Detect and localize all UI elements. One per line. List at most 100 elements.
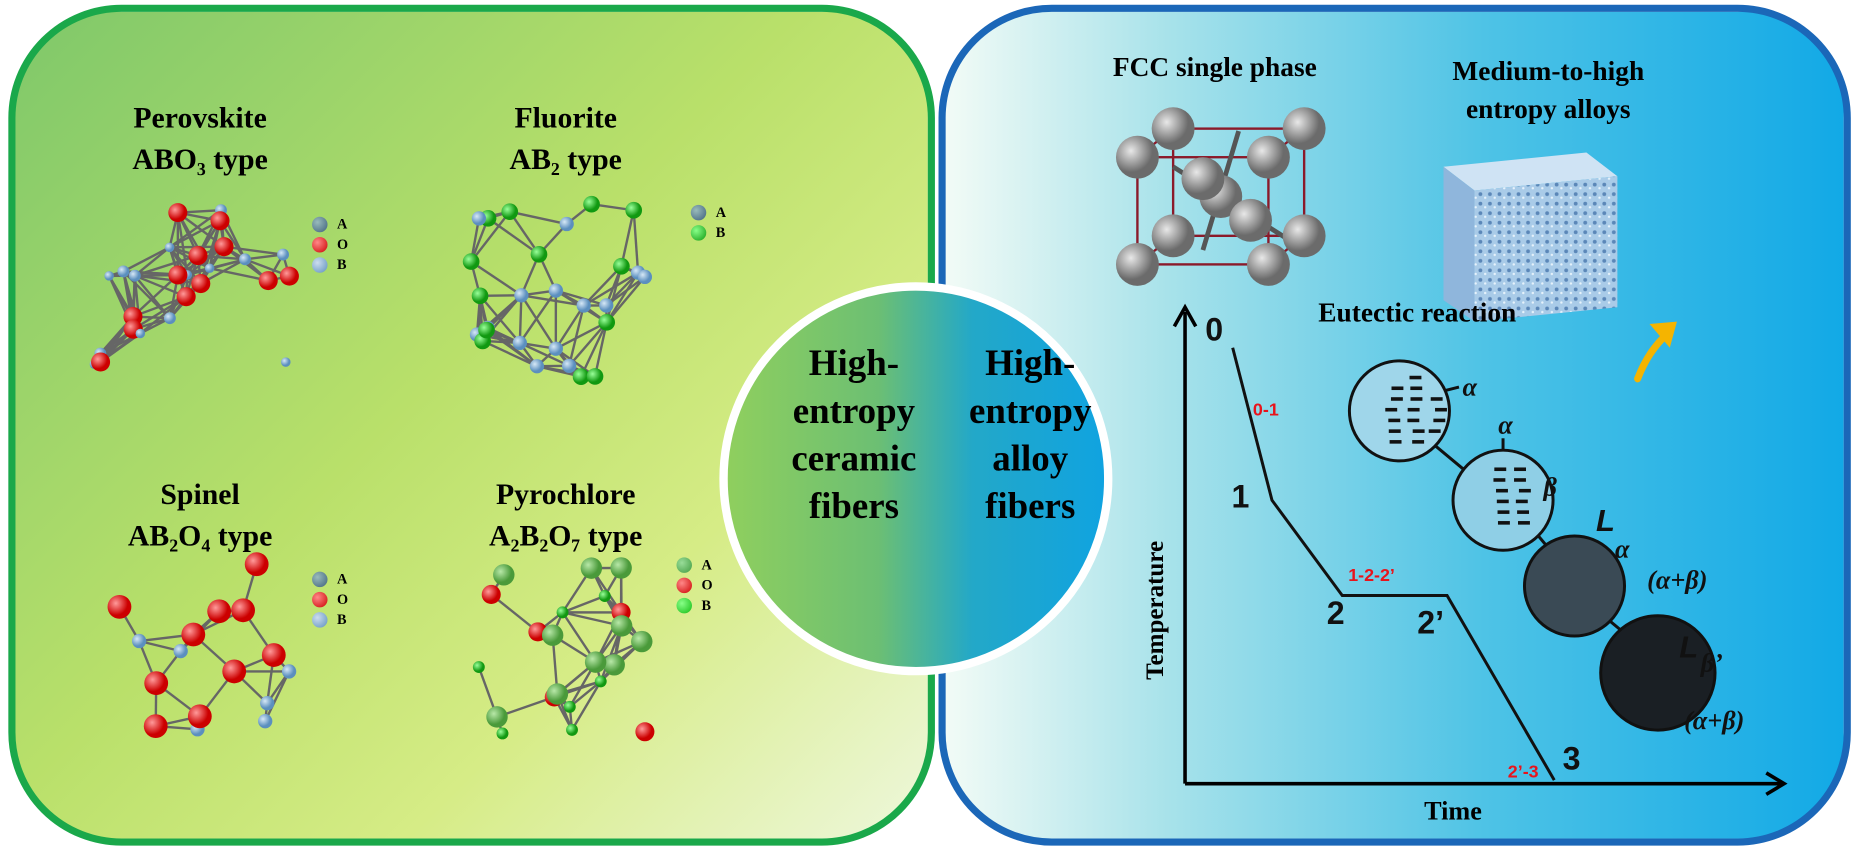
atom — [259, 271, 278, 290]
point-0: 0 — [1205, 312, 1223, 349]
segment-1-2-2prime: 1-2-2’ — [1348, 566, 1395, 586]
line: entropy alloys — [1388, 91, 1710, 129]
atom — [1283, 107, 1326, 150]
atom — [280, 267, 299, 286]
atom — [168, 203, 187, 222]
atom — [207, 599, 231, 623]
atom — [188, 246, 207, 265]
line: High- — [765, 339, 944, 387]
atom — [214, 237, 233, 256]
phase-label: β — [1544, 472, 1557, 503]
atom — [472, 211, 486, 225]
segment-2prime-3: 2’-3 — [1508, 762, 1539, 782]
atom — [1152, 107, 1195, 150]
eutectic-label: Eutectic reaction — [1262, 298, 1572, 329]
atom — [144, 714, 168, 738]
line: fibers — [941, 482, 1120, 530]
atom — [144, 671, 168, 695]
alpha-phase-circle — [1349, 361, 1449, 461]
alloy-label: Medium-to-high entropy alloys — [1388, 52, 1710, 128]
phase-label: (α+β) — [1647, 565, 1707, 596]
atom — [222, 660, 246, 684]
atom — [472, 287, 489, 304]
atom — [211, 211, 230, 230]
atom — [463, 253, 480, 270]
atom — [168, 265, 187, 284]
atom — [1181, 157, 1224, 200]
atom — [177, 287, 196, 306]
curved-arrow-icon — [1638, 336, 1665, 379]
atom — [560, 217, 574, 231]
atom — [497, 728, 509, 740]
phase-label: (α+β) — [1684, 705, 1744, 736]
atom — [486, 706, 507, 727]
atom — [564, 701, 576, 713]
line: alloy — [941, 435, 1120, 483]
microstructure-circles — [1349, 361, 1715, 730]
atom — [513, 336, 527, 350]
line: fibers — [765, 482, 944, 530]
phase-label: α — [1498, 410, 1512, 441]
atom — [277, 249, 289, 261]
atom — [603, 654, 624, 675]
atom — [547, 683, 568, 704]
atom — [587, 368, 604, 385]
atom — [1229, 199, 1272, 242]
atom — [104, 271, 114, 281]
atom — [530, 359, 544, 373]
atom — [478, 322, 495, 339]
atom — [581, 557, 602, 578]
atom — [577, 298, 591, 312]
atom — [1116, 243, 1159, 286]
atom — [557, 606, 569, 618]
atom — [281, 357, 291, 367]
phase-label: L — [1679, 629, 1698, 666]
atom — [108, 595, 132, 619]
atom — [260, 696, 274, 710]
x-axis-label: Time — [1393, 796, 1512, 827]
atom — [245, 552, 269, 576]
line: ceramic — [765, 435, 944, 483]
atom — [549, 283, 563, 297]
spinel-structure-icon — [108, 552, 297, 738]
atom — [598, 314, 615, 331]
atom — [493, 564, 514, 585]
atom — [531, 246, 548, 263]
atom — [599, 298, 613, 312]
point-2: 2 — [1327, 596, 1345, 633]
atom — [181, 623, 205, 647]
line: High- — [941, 339, 1120, 387]
atom — [595, 675, 607, 687]
atom — [514, 288, 528, 302]
atom — [205, 264, 215, 274]
alloy-fibers-label: High- entropy alloy fibers — [941, 339, 1120, 530]
atom — [1283, 214, 1326, 257]
point-3: 3 — [1563, 741, 1581, 778]
atom — [635, 722, 654, 741]
atom — [566, 724, 578, 736]
point-1: 1 — [1231, 479, 1249, 516]
atom — [1152, 214, 1195, 257]
atom — [282, 664, 296, 678]
atom — [165, 243, 175, 253]
atom — [231, 598, 255, 622]
atom — [585, 651, 606, 672]
atom — [549, 342, 563, 356]
phase-label: β’ — [1701, 648, 1723, 679]
ceramic-fibers-label: High- entropy ceramic fibers — [765, 339, 944, 530]
atom — [599, 590, 611, 602]
fluorite-structure-icon — [463, 196, 652, 385]
phase-label: α — [1615, 534, 1629, 565]
pyrochlore-structure-icon — [473, 557, 655, 741]
atom — [631, 631, 652, 652]
alloy-foam-cube-icon — [1443, 152, 1617, 321]
atom — [129, 270, 141, 282]
atom — [188, 704, 212, 728]
line: entropy — [941, 387, 1120, 435]
fcc-atoms — [1116, 107, 1326, 286]
atom — [117, 265, 129, 277]
perovskite-structure-icon — [90, 203, 299, 371]
atom — [638, 270, 652, 284]
atom — [613, 258, 630, 275]
segment-0-1: 0-1 — [1253, 400, 1279, 420]
